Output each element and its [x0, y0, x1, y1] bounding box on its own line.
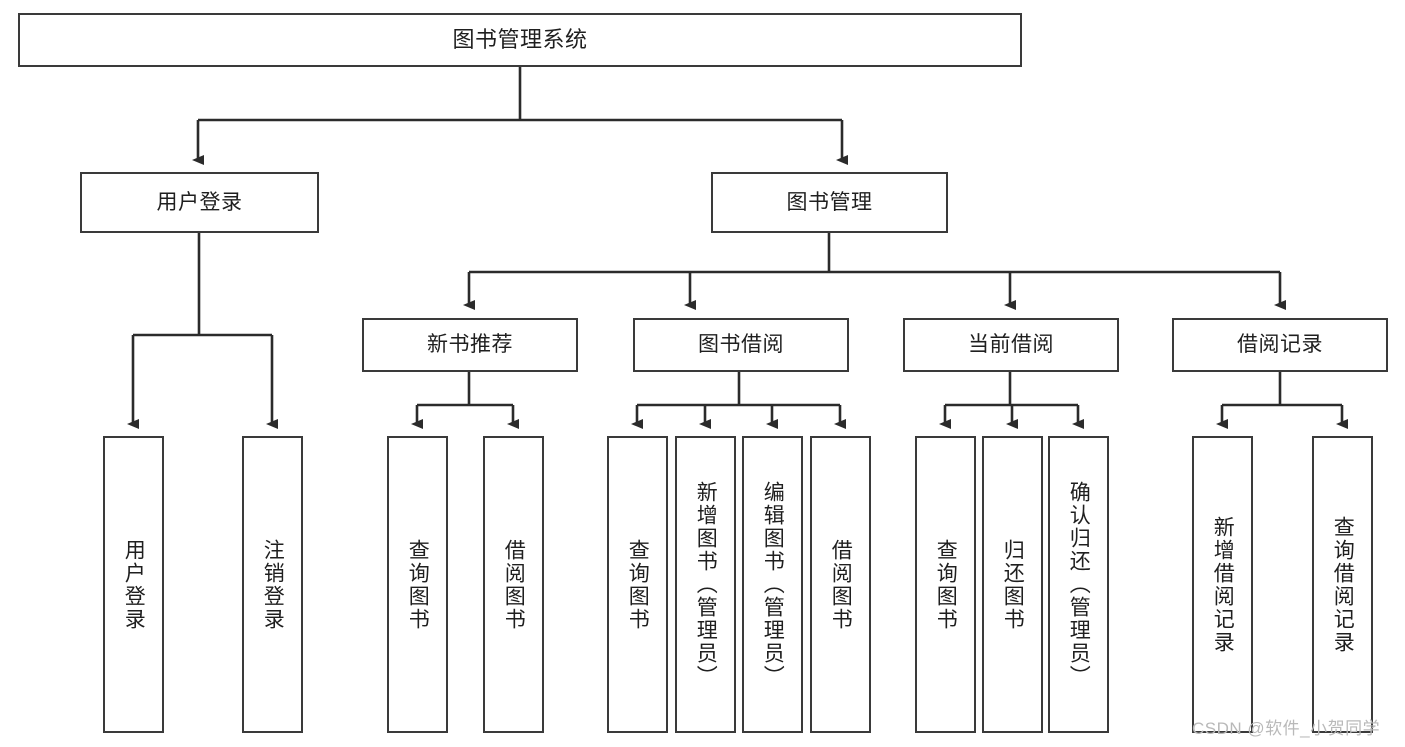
node-leaf-query-record-label: 查询借阅记录 [1331, 515, 1355, 654]
node-borrow-record[interactable]: 借阅记录 [1172, 318, 1388, 372]
node-leaf-borrow-book-2[interactable]: 借阅图书 [810, 436, 871, 733]
node-leaf-query-book-1-label: 查询图书 [406, 538, 430, 631]
node-leaf-edit-book-label: 编辑图书（管理员） [761, 481, 785, 688]
node-leaf-add-book[interactable]: 新增图书（管理员） [675, 436, 736, 733]
node-user-login-label: 用户登录 [156, 190, 243, 214]
node-root-label: 图书管理系统 [452, 26, 588, 52]
node-book-manage-label: 图书管理 [786, 190, 873, 214]
node-book-borrow[interactable]: 图书借阅 [633, 318, 849, 372]
node-new-book-recommend[interactable]: 新书推荐 [362, 318, 578, 372]
node-leaf-borrow-book-1[interactable]: 借阅图书 [483, 436, 544, 733]
node-leaf-borrow-book-2-label: 借阅图书 [829, 538, 853, 631]
node-leaf-query-book-3-label: 查询图书 [934, 538, 958, 631]
watermark: CSDN @软件_小贺同学 [1192, 719, 1381, 738]
node-leaf-query-record[interactable]: 查询借阅记录 [1312, 436, 1373, 733]
node-new-book-recommend-label: 新书推荐 [427, 333, 513, 357]
node-borrow-record-label: 借阅记录 [1237, 333, 1323, 357]
node-book-borrow-label: 图书借阅 [698, 333, 784, 357]
node-leaf-query-book-2[interactable]: 查询图书 [607, 436, 668, 733]
node-leaf-edit-book[interactable]: 编辑图书（管理员） [742, 436, 803, 733]
node-leaf-confirm-return[interactable]: 确认归还（管理员） [1048, 436, 1109, 733]
node-current-borrow-label: 当前借阅 [968, 333, 1054, 357]
node-leaf-return-book[interactable]: 归还图书 [982, 436, 1043, 733]
node-user-login[interactable]: 用户登录 [80, 172, 319, 233]
node-leaf-borrow-book-1-label: 借阅图书 [502, 538, 526, 631]
node-leaf-query-book-3[interactable]: 查询图书 [915, 436, 976, 733]
node-book-manage[interactable]: 图书管理 [711, 172, 948, 233]
node-leaf-user-login[interactable]: 用户登录 [103, 436, 164, 733]
node-root[interactable]: 图书管理系统 [18, 13, 1022, 67]
node-leaf-query-book-1[interactable]: 查询图书 [387, 436, 448, 733]
node-leaf-logout-login-label: 注销登录 [261, 538, 285, 631]
node-leaf-return-book-label: 归还图书 [1001, 538, 1025, 631]
node-leaf-confirm-return-label: 确认归还（管理员） [1067, 481, 1091, 688]
node-leaf-add-record-label: 新增借阅记录 [1211, 515, 1235, 654]
node-leaf-logout-login[interactable]: 注销登录 [242, 436, 303, 733]
node-leaf-add-record[interactable]: 新增借阅记录 [1192, 436, 1253, 733]
node-leaf-add-book-label: 新增图书（管理员） [694, 481, 718, 688]
node-current-borrow[interactable]: 当前借阅 [903, 318, 1119, 372]
node-leaf-user-login-label: 用户登录 [122, 538, 146, 631]
node-leaf-query-book-2-label: 查询图书 [626, 538, 650, 631]
